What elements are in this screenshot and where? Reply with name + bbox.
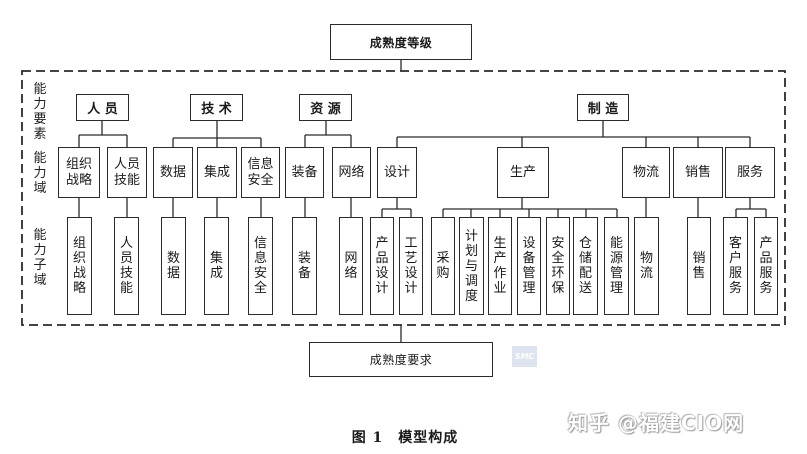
subdomain-label: 能源管理 (609, 236, 623, 296)
subdomain-label: 仓储配送 (578, 236, 592, 296)
domain-box-network: 网络 (332, 147, 371, 198)
domain-box-design: 设计 (377, 147, 417, 198)
element-box-personnel: 人 员 (76, 94, 129, 121)
subdomain-box: 设备管理 (517, 217, 541, 315)
subdomain-box: 集成 (204, 217, 229, 315)
subdomain-box: 组织战略 (67, 217, 92, 315)
maturity-level-label: 成熟度等级 (369, 35, 433, 50)
subdomain-label: 采购 (436, 251, 450, 281)
domain-box-sales: 销售 (673, 147, 723, 198)
subdomain-box: 数据 (161, 217, 186, 315)
element-box-manufacturing: 制 造 (577, 94, 629, 121)
subdomain-box: 安全环保 (546, 217, 570, 315)
subdomain-label: 物流 (639, 251, 653, 281)
domain-box-logistics: 物流 (622, 147, 670, 198)
subdomain-label: 客户服务 (728, 236, 742, 296)
domain-label: 集成 (203, 164, 230, 180)
domain-label: 人员技能 (113, 156, 140, 188)
subdomain-label: 生产作业 (493, 236, 507, 296)
domain-label: 网络 (338, 164, 365, 180)
subdomain-label: 工艺设计 (404, 236, 418, 296)
subdomain-box: 产品服务 (754, 217, 778, 315)
row-label-domains: 能力域 (33, 151, 47, 196)
domain-label: 信息安全 (247, 156, 274, 188)
domain-label: 数据 (159, 164, 186, 180)
domain-box-data: 数据 (153, 147, 193, 198)
domain-label: 设计 (383, 164, 410, 180)
subdomain-box: 能源管理 (604, 217, 629, 315)
subdomain-box: 计划与调度 (459, 217, 484, 315)
subdomain-box: 物流 (634, 217, 659, 315)
element-label: 制 造 (587, 102, 619, 117)
row-label-elements: 能力要素 (33, 82, 47, 142)
row-label-subdomains: 能力子域 (33, 228, 47, 288)
subdomain-box: 产品设计 (370, 217, 394, 315)
subdomain-box: 信息安全 (248, 217, 273, 315)
subdomain-label: 设备管理 (522, 236, 536, 296)
element-label: 人 员 (87, 102, 118, 117)
maturity-level-box: 成熟度等级 (330, 24, 472, 60)
domain-box-personnel-skills: 人员技能 (107, 147, 147, 198)
subdomain-label: 产品设计 (375, 236, 389, 296)
maturity-requirement-box: 成熟度要求 (309, 342, 493, 377)
tree-connectors (78, 60, 767, 342)
platform-watermark: 知乎 @福建CIO网 (568, 411, 745, 435)
domain-label: 物流 (632, 164, 659, 180)
element-box-technology: 技 术 (190, 94, 243, 121)
subdomain-label: 计划与调度 (464, 228, 478, 304)
domain-label: 销售 (684, 164, 711, 180)
domain-box-integration: 集成 (197, 147, 237, 198)
subdomain-label: 安全环保 (551, 236, 565, 296)
subdomain-box: 客户服务 (723, 217, 748, 315)
domain-box-service: 服务 (725, 147, 775, 198)
domain-box-info-security: 信息安全 (241, 147, 280, 198)
subdomain-label: 网络 (344, 251, 358, 281)
element-box-resources: 资 源 (299, 94, 352, 121)
subdomain-box: 销售 (687, 217, 711, 315)
domain-label: 服务 (736, 164, 763, 180)
subdomain-label: 组织战略 (72, 236, 86, 296)
domain-box-org-strategy: 组织战略 (58, 147, 100, 198)
smc-logo: SMC (512, 346, 537, 367)
subdomain-box: 装备 (292, 217, 317, 315)
subdomain-box: 生产作业 (488, 217, 512, 315)
maturity-requirement-label: 成熟度要求 (369, 353, 433, 367)
subdomain-box: 工艺设计 (399, 217, 423, 315)
element-label: 资 源 (310, 102, 341, 117)
domain-label: 生产 (509, 164, 536, 180)
subdomain-label: 销售 (692, 251, 706, 281)
domain-box-equipment: 装备 (285, 147, 324, 198)
domain-box-production: 生产 (497, 147, 549, 198)
domain-label: 组织战略 (65, 156, 92, 188)
subdomain-box: 仓储配送 (573, 217, 598, 315)
capability-boundary-dashed (21, 70, 786, 326)
subdomain-label: 数据 (166, 251, 180, 281)
subdomain-box: 人员技能 (114, 217, 139, 315)
figure-caption: 图 1 模型构成 (351, 430, 459, 446)
subdomain-label: 装备 (297, 251, 311, 281)
subdomain-label: 产品服务 (759, 236, 773, 296)
subdomain-label: 集成 (209, 251, 223, 281)
domain-label: 装备 (291, 164, 318, 180)
subdomain-label: 信息安全 (253, 236, 267, 296)
subdomain-label: 人员技能 (119, 236, 133, 296)
subdomain-box: 采购 (431, 217, 455, 315)
subdomain-box: 网络 (339, 217, 363, 315)
element-label: 技 术 (201, 102, 232, 117)
